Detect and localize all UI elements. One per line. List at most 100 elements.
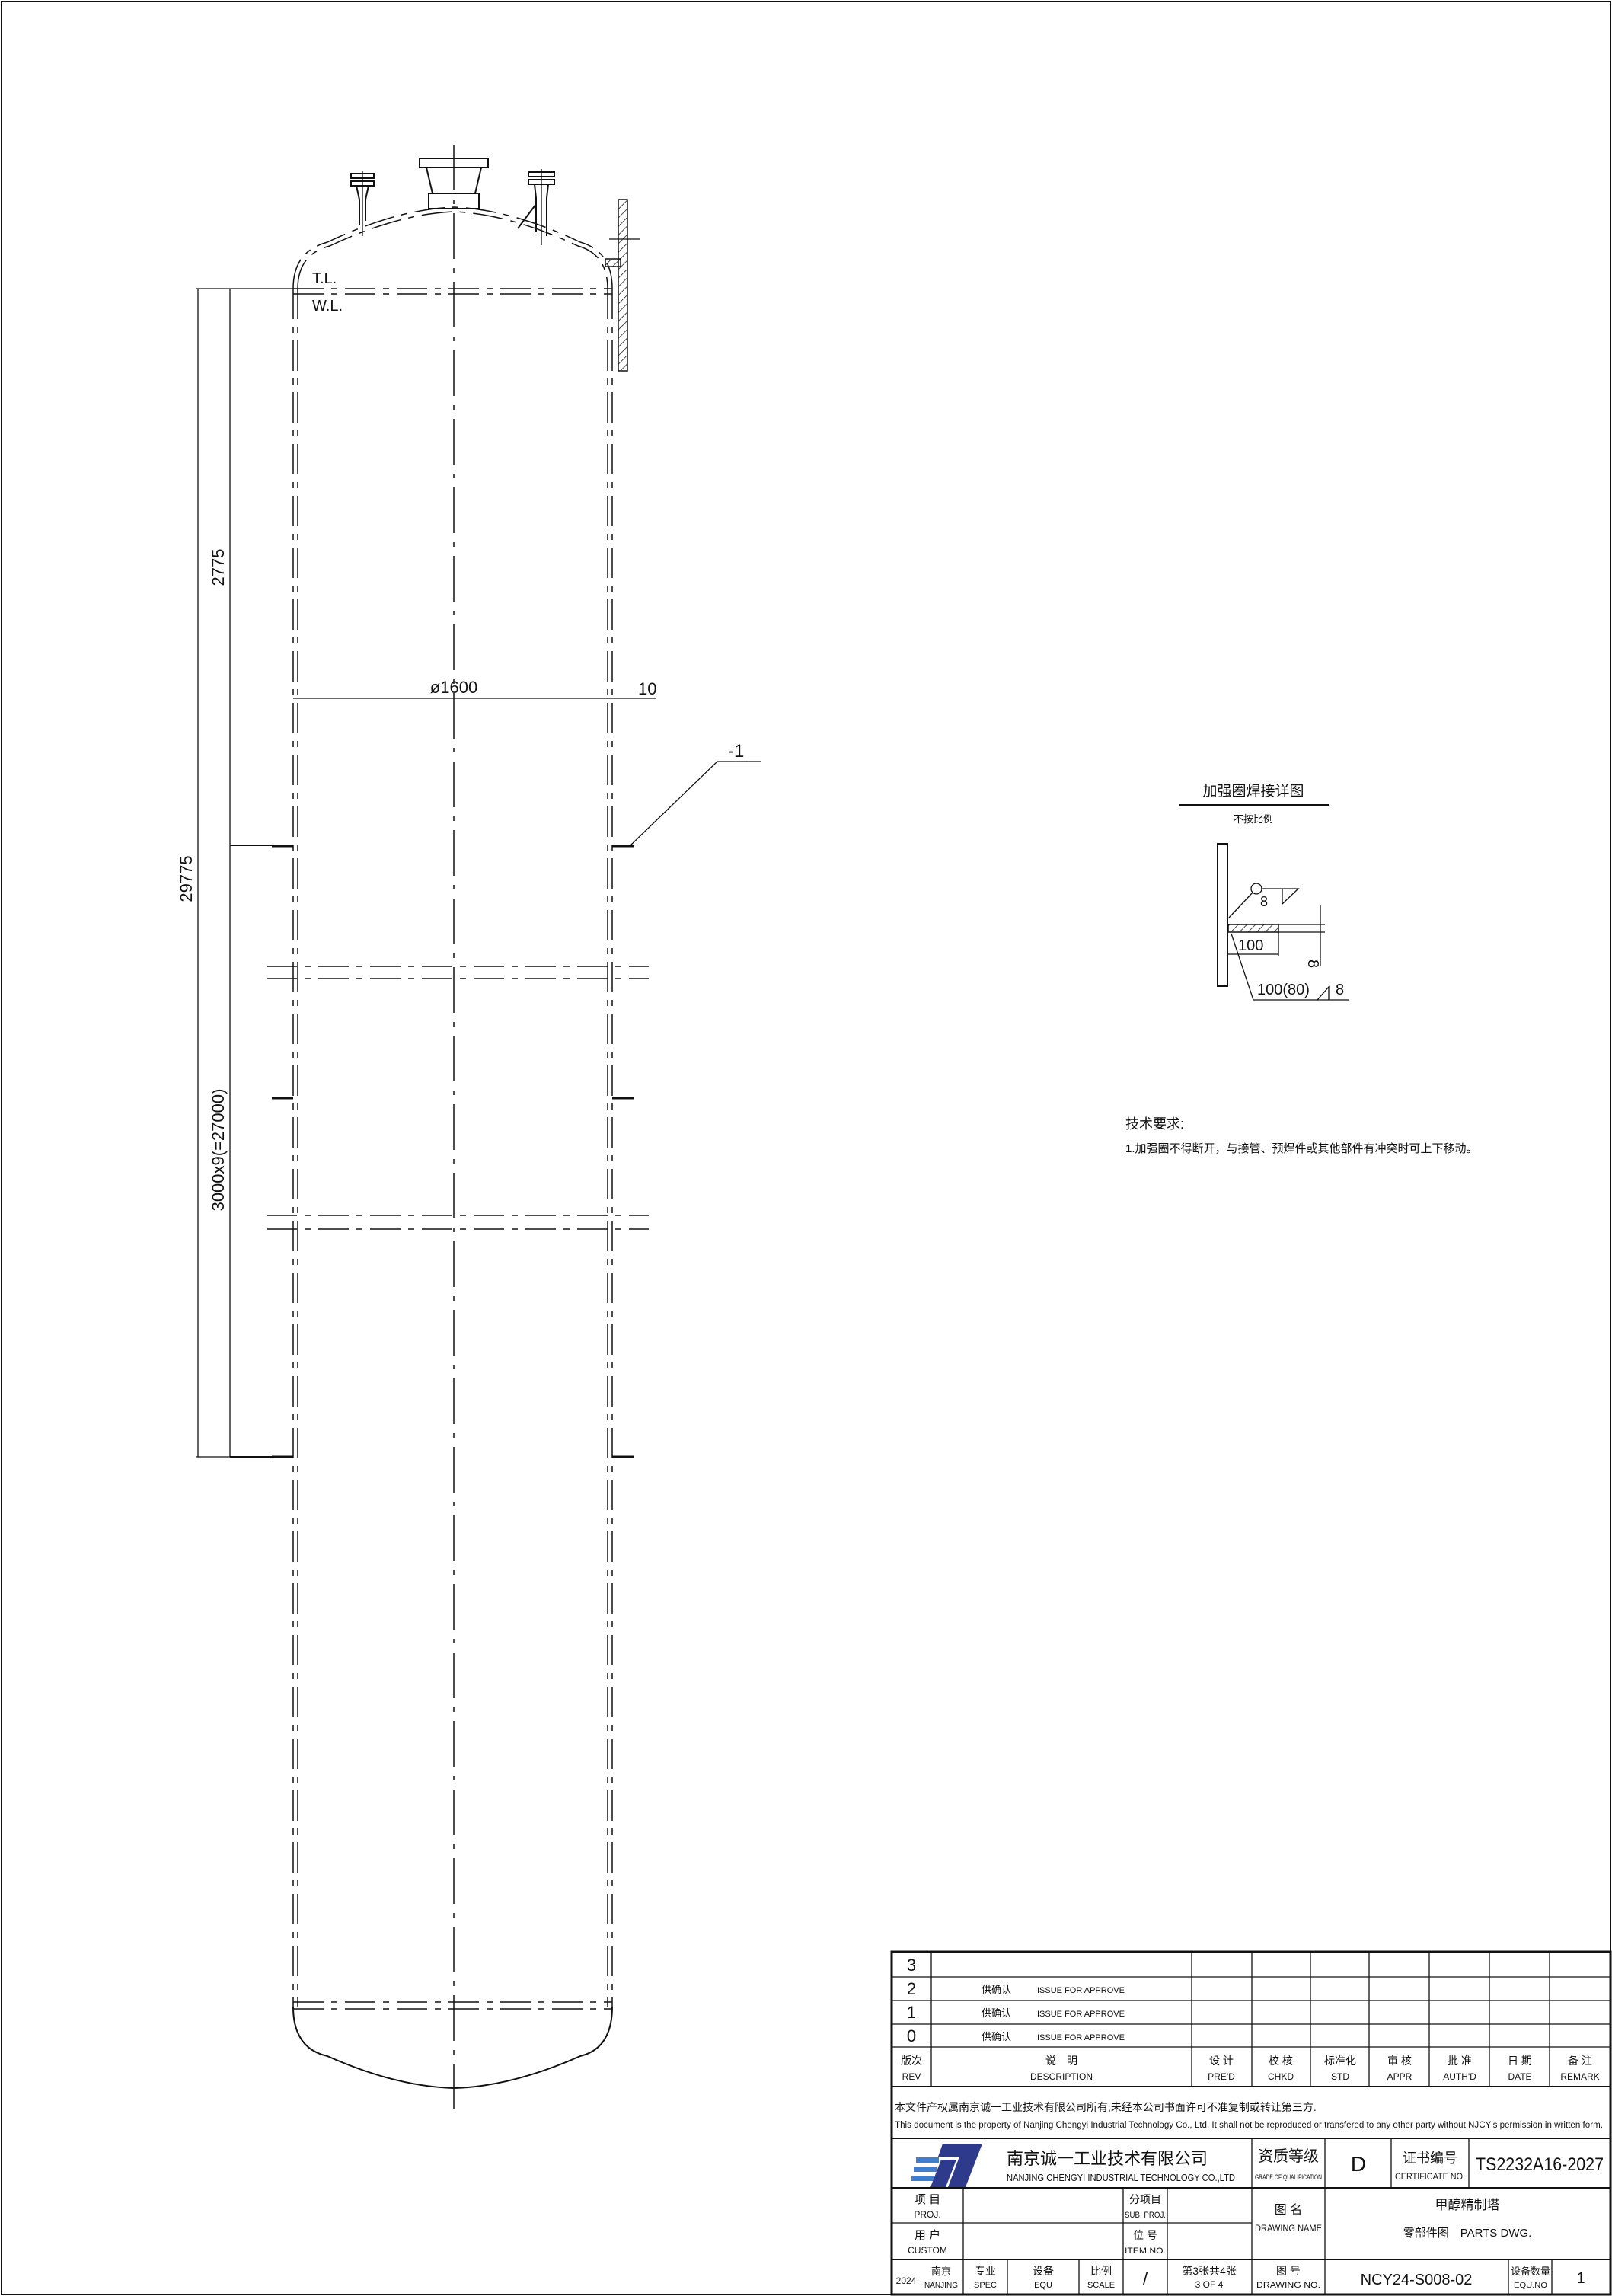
header-checked-cn: 校 核 — [1269, 2055, 1293, 2067]
nozzle-left — [350, 171, 375, 236]
flange-joint-1 — [267, 966, 649, 979]
header-desc-cn: 说 明 — [1045, 2055, 1077, 2067]
detail-weld-callout-size: 8 — [1336, 982, 1344, 998]
part-leader — [630, 761, 761, 846]
detail-scale-note: 不按比例 — [1234, 813, 1273, 825]
flange-joint-2 — [267, 1215, 649, 1230]
qty-label-en: EQU.NO — [1514, 2282, 1547, 2290]
drawing-name-value: 甲醇精制塔 — [1435, 2198, 1500, 2212]
rev-desc-cn: 供确认 — [982, 2007, 1011, 2019]
rev-desc-en: ISSUE FOR APPROVE — [1037, 2010, 1125, 2019]
spec-label-cn: 专业 — [975, 2265, 996, 2277]
rev-number: 3 — [907, 1956, 916, 1975]
header-std-en: STD — [1331, 2071, 1349, 2082]
header-appr-cn: 审 核 — [1387, 2055, 1412, 2067]
qty-label-cn: 设备数量 — [1511, 2266, 1550, 2277]
header-auth-cn: 批 准 — [1448, 2055, 1472, 2067]
proj-label-cn: 项 目 — [915, 2193, 940, 2206]
header-appr-en: APPR — [1387, 2071, 1412, 2082]
detail-ring-plate — [1227, 924, 1279, 933]
company-name-en: NANJING CHENGYI INDUSTRIAL TECHNOLOGY CO… — [1007, 2172, 1235, 2183]
drawing-name-label-en: DRAWING NAME — [1255, 2223, 1322, 2234]
scale-label-cn: 比例 — [1090, 2265, 1112, 2277]
custom-label-en: CUSTOM — [908, 2245, 947, 2256]
header-preparer-en: PRE'D — [1208, 2071, 1235, 2082]
city-cn: 南京 — [931, 2266, 951, 2277]
dim-total-text: 29775 — [177, 855, 196, 902]
subproj-label-en: SUB. PROJ. — [1125, 2211, 1166, 2220]
scale-label-en: SCALE — [1087, 2281, 1115, 2290]
wl-label: W.L. — [312, 298, 343, 315]
cert-label-en: CERTIFICATE NO. — [1395, 2171, 1465, 2182]
side-vent-pipe — [605, 199, 640, 372]
header-desc-en: DESCRIPTION — [1030, 2071, 1093, 2082]
sheet-cn: 第3张共4张 — [1182, 2265, 1237, 2277]
scale-value: / — [1143, 2269, 1148, 2288]
title-block: 3 2 供确认 ISSUE FOR APPROVE 1 供确认 ISSUE FO… — [890, 1950, 1612, 2296]
header-rev-cn: 版次 — [901, 2055, 922, 2067]
header-preparer-cn: 设 计 — [1209, 2055, 1234, 2067]
equ-label-cn: 设备 — [1033, 2265, 1054, 2277]
custom-label-cn: 用 户 — [915, 2229, 940, 2242]
nozzle-right — [517, 169, 555, 245]
detail-ring-width: 100 — [1238, 937, 1263, 954]
rev-desc-cn: 供确认 — [982, 1984, 1011, 1995]
header-remark-cn: 备 注 — [1568, 2055, 1592, 2067]
city-en: NANJING — [924, 2282, 958, 2290]
bottom-head — [292, 2006, 613, 2090]
company-name-cn: 南京诚一工业技术有限公司 — [1007, 2149, 1208, 2168]
item-label-cn: 位 号 — [1133, 2229, 1157, 2241]
cert-value: TS2232A16-2027 — [1476, 2154, 1604, 2175]
company-logo — [911, 2144, 982, 2187]
detail-weld-callout: 100(80) — [1257, 982, 1310, 998]
drawing-name-label-cn: 图 名 — [1275, 2203, 1302, 2217]
stiffener-rings — [230, 845, 634, 1458]
proj-label-en: PROJ. — [914, 2209, 940, 2220]
tl-label: T.L. — [312, 270, 337, 287]
notice-en: This document is the property of Nanjing… — [895, 2121, 1603, 2130]
detail-shell-plate — [1217, 843, 1228, 987]
dim-thickness-text: 10 — [638, 679, 656, 698]
cert-label-cn: 证书编号 — [1403, 2151, 1457, 2166]
notice-cn: 本文件产权属南京诚一工业技术有限公司所有,未经本公司书面许可不准复制或转让第三方… — [895, 2101, 1317, 2113]
dim-pitch-text: 3000x9(=27000) — [209, 1089, 228, 1212]
qty-value: 1 — [1576, 2270, 1585, 2287]
rev-number: 0 — [907, 2026, 916, 2045]
sheet-en: 3 OF 4 — [1195, 2279, 1224, 2290]
grade-value: D — [1351, 2152, 1366, 2176]
drawing-no-label-en: DRAWING NO. — [1256, 2281, 1320, 2290]
spec-label-en: SPEC — [974, 2281, 997, 2290]
rev-desc-en: ISSUE FOR APPROVE — [1037, 1986, 1125, 1995]
detail-weld-size: 8 — [1260, 894, 1268, 909]
item-label-en: ITEM NO. — [1125, 2247, 1166, 2256]
header-checked-en: CHKD — [1268, 2071, 1294, 2082]
dim-diameter-text: ø1600 — [430, 678, 477, 697]
drawing-no-value: NCY24-S008-02 — [1361, 2272, 1473, 2288]
stiffener-weld-detail: 加强圈焊接详图 不按比例 8 100 8 100(80) 8 — [1179, 783, 1349, 1001]
requirements-heading: 技术要求: — [1125, 1116, 1184, 1132]
top-head — [292, 206, 613, 289]
header-remark-en: REMARK — [1560, 2071, 1599, 2082]
part-callout: -1 — [728, 741, 744, 762]
grade-label-cn: 资质等级 — [1258, 2148, 1319, 2165]
vessel-elevation: T.L. W.L. — [177, 145, 761, 2109]
dim-top-text: 2775 — [209, 549, 228, 586]
year: 2024 — [896, 2275, 917, 2286]
header-std-cn: 标准化 — [1324, 2055, 1356, 2067]
drawing-no-label-cn: 图 号 — [1276, 2265, 1301, 2277]
rev-desc-en: ISSUE FOR APPROVE — [1037, 2033, 1125, 2042]
detail-ring-thickness: 8 — [1304, 960, 1321, 968]
equ-label-en: EQU — [1034, 2281, 1052, 2290]
detail-title: 加强圈焊接详图 — [1202, 783, 1304, 800]
header-date-cn: 日 期 — [1508, 2055, 1532, 2067]
requirement-item: 1.加强圈不得断开，与接管、预焊件或其他部件有冲突时可上下移动。 — [1125, 1142, 1478, 1155]
rev-desc-cn: 供确认 — [982, 2031, 1011, 2042]
rev-number: 2 — [907, 1979, 916, 1998]
drawing-name-subtitle: 零部件图 PARTS DWG. — [1403, 2227, 1532, 2240]
header-rev-en: REV — [902, 2071, 921, 2082]
subproj-label-cn: 分项目 — [1129, 2193, 1161, 2205]
rev-number: 1 — [907, 2003, 916, 2022]
grade-label-en: GRADE OF QUALIFICATION — [1255, 2173, 1322, 2181]
